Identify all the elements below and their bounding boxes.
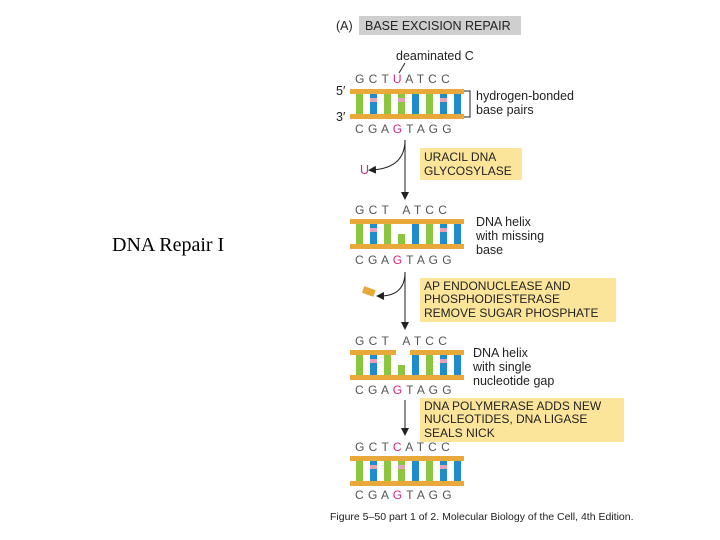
figure-caption: Figure 5–50 part 1 of 2. Molecular Biolo… <box>330 511 634 523</box>
missing-base-line1: DNA helix <box>476 215 532 229</box>
step-box-1 <box>420 148 522 180</box>
step-3-line2: NUCLEOTIDES, DNA LIGASE <box>424 412 587 426</box>
sugar-release-arrow <box>376 271 406 300</box>
step-2-line3: REMOVE SUGAR PHOSPHATE <box>424 306 598 320</box>
hbond-bracket <box>464 90 471 118</box>
sequence-top-4: G C T C A T C C <box>355 440 450 454</box>
step-box-2 <box>420 278 616 322</box>
step-2-line2: PHOSPHODIESTERASE <box>424 292 560 306</box>
panel-title: BASE EXCISION REPAIR <box>365 19 511 33</box>
step-box-3 <box>420 398 624 442</box>
hbond-label-line1: hydrogen-bonded <box>476 89 574 103</box>
sequence-bottom-2: C G A G T A G G <box>355 253 452 267</box>
slide-title: DNA Repair I <box>112 234 225 256</box>
sequence-bottom-3: C G A G T A G G <box>355 383 452 397</box>
gap-line1: DNA helix <box>473 346 529 360</box>
deaminated-pointer <box>398 62 406 74</box>
missing-base-line2: with missing <box>475 229 544 243</box>
step-1-line1: URACIL DNA <box>424 150 496 164</box>
sequence-bottom-4: C G A G T A G G <box>355 488 452 502</box>
step-3-line1: DNA POLYMERASE ADDS NEW <box>424 399 602 413</box>
step-2-line1: AP ENDONUCLEASE AND <box>424 279 571 293</box>
three-prime-label: 3′ <box>336 110 346 124</box>
hbond-label-line2: base pairs <box>476 103 534 117</box>
dna-helix-4 <box>350 456 464 486</box>
deaminated-label: deaminated C <box>396 49 474 63</box>
missing-base-line3: base <box>476 243 503 257</box>
dna-helix-1 <box>350 89 464 119</box>
sequence-bottom-1: C G A G T A G G <box>355 122 452 136</box>
step-3-line3: SEALS NICK <box>424 426 495 440</box>
gap-line2: with single <box>472 360 531 374</box>
gap-line3: nucleotide gap <box>473 374 554 388</box>
uracil-release-arrow <box>368 139 406 174</box>
five-prime-label: 5′ <box>336 84 346 98</box>
uracil-label: U <box>360 163 369 177</box>
panel-label: (A) <box>336 19 353 33</box>
dna-helix-3 <box>350 350 464 380</box>
dna-helix-2 <box>350 219 464 249</box>
sequence-top-1: G C T U A T C C <box>355 72 450 86</box>
panel-title-box <box>359 16 521 35</box>
step-1-line2: GLYCOSYLASE <box>424 164 512 178</box>
removed-sugar-phosphate <box>361 286 376 297</box>
